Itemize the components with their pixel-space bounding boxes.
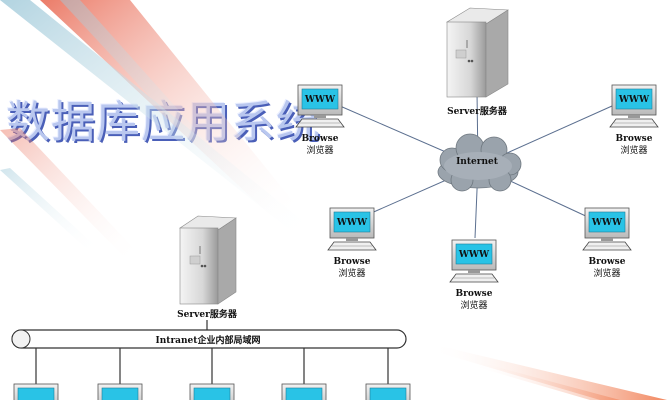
intranet-bus: Intranet企业内部局域网: [11, 320, 407, 349]
intranet-bus-label: Intranet企业内部局域网: [156, 334, 261, 346]
monitor-screen: [193, 387, 231, 400]
screen-text: WWW: [458, 250, 490, 260]
browser-label: Browse: [302, 134, 339, 144]
server-label: Server服务器: [177, 308, 238, 320]
intranet-client: [189, 348, 235, 400]
internet-label: Internet: [456, 157, 499, 167]
screen-text: WWW: [618, 95, 650, 105]
browser-label-cn: 浏览器: [620, 144, 647, 156]
internet-server: Server服务器: [446, 7, 509, 117]
monitor-screen: [369, 387, 407, 400]
intranet-client: [281, 348, 327, 400]
monitor-screen: [301, 88, 339, 110]
client-group: [13, 348, 411, 400]
browser-label: Browse: [589, 257, 626, 267]
monitor-screen: [588, 211, 626, 233]
monitor-screen: [333, 211, 371, 233]
intranet-client: [97, 348, 143, 400]
monitor-screen: [455, 243, 493, 265]
browser-label: Browse: [334, 257, 371, 267]
monitor-screen: [101, 387, 139, 400]
monitor-screen: [285, 387, 323, 400]
internet-cloud: Internet: [437, 133, 522, 192]
intranet-client: [365, 348, 411, 400]
intranet-server: Server服务器: [177, 215, 238, 320]
screen-text: WWW: [336, 218, 368, 228]
intranet-client: [13, 348, 59, 400]
screen-text: WWW: [304, 95, 336, 105]
browser-label: Browse: [456, 289, 493, 299]
browser-label-cn: 浏览器: [306, 144, 333, 156]
browser-label-cn: 浏览器: [593, 267, 620, 279]
browser-label-cn: 浏览器: [460, 299, 487, 311]
monitor-screen: [17, 387, 55, 400]
monitor-screen: [615, 88, 653, 110]
screen-text: WWW: [591, 218, 623, 228]
server-label: Server服务器: [447, 105, 508, 117]
browser-label: Browse: [616, 134, 653, 144]
browser-group: WWWBrowse浏览器WWWBrowse浏览器WWWBrowse浏览器WWWB…: [295, 84, 659, 311]
browser-label-cn: 浏览器: [338, 267, 365, 279]
